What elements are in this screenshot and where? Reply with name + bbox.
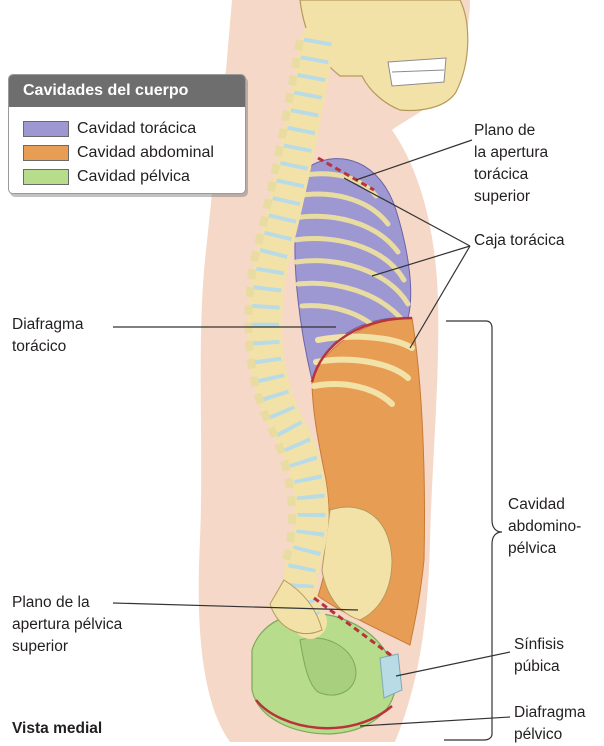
legend-item-abdominal: Cavidad abdominal bbox=[9, 141, 245, 165]
legend-item-thoracic: Cavidad torácica bbox=[9, 117, 245, 141]
label-thoracic-aperture: Plano de la apertura torácica superior bbox=[474, 120, 548, 208]
label-thoracic-diaphragm: Diafragma torácico bbox=[12, 314, 84, 358]
legend-label-thoracic: Cavidad torácica bbox=[77, 120, 196, 138]
label-rib-cage: Caja torácica bbox=[474, 230, 564, 252]
legend-swatch-abdominal bbox=[23, 145, 69, 161]
legend-label-abdominal: Cavidad abdominal bbox=[77, 144, 214, 162]
label-view: Vista medial bbox=[12, 718, 102, 740]
label-pubic-symphysis: Sínfisis púbica bbox=[514, 634, 564, 678]
label-pelvic-aperture: Plano de la apertura pélvica superior bbox=[12, 592, 122, 658]
legend-label-pelvic: Cavidad pélvica bbox=[77, 168, 190, 186]
legend-swatch-pelvic bbox=[23, 169, 69, 185]
legend: Cavidades del cuerpo Cavidad torácica Ca… bbox=[8, 74, 246, 194]
legend-item-pelvic: Cavidad pélvica bbox=[9, 165, 245, 189]
label-abdominopelvic-cavity: Cavidad abdomino- pélvica bbox=[508, 494, 581, 560]
label-pelvic-diaphragm: Diafragma pélvico bbox=[514, 702, 586, 746]
legend-swatch-thoracic bbox=[23, 121, 69, 137]
legend-title: Cavidades del cuerpo bbox=[9, 75, 245, 107]
